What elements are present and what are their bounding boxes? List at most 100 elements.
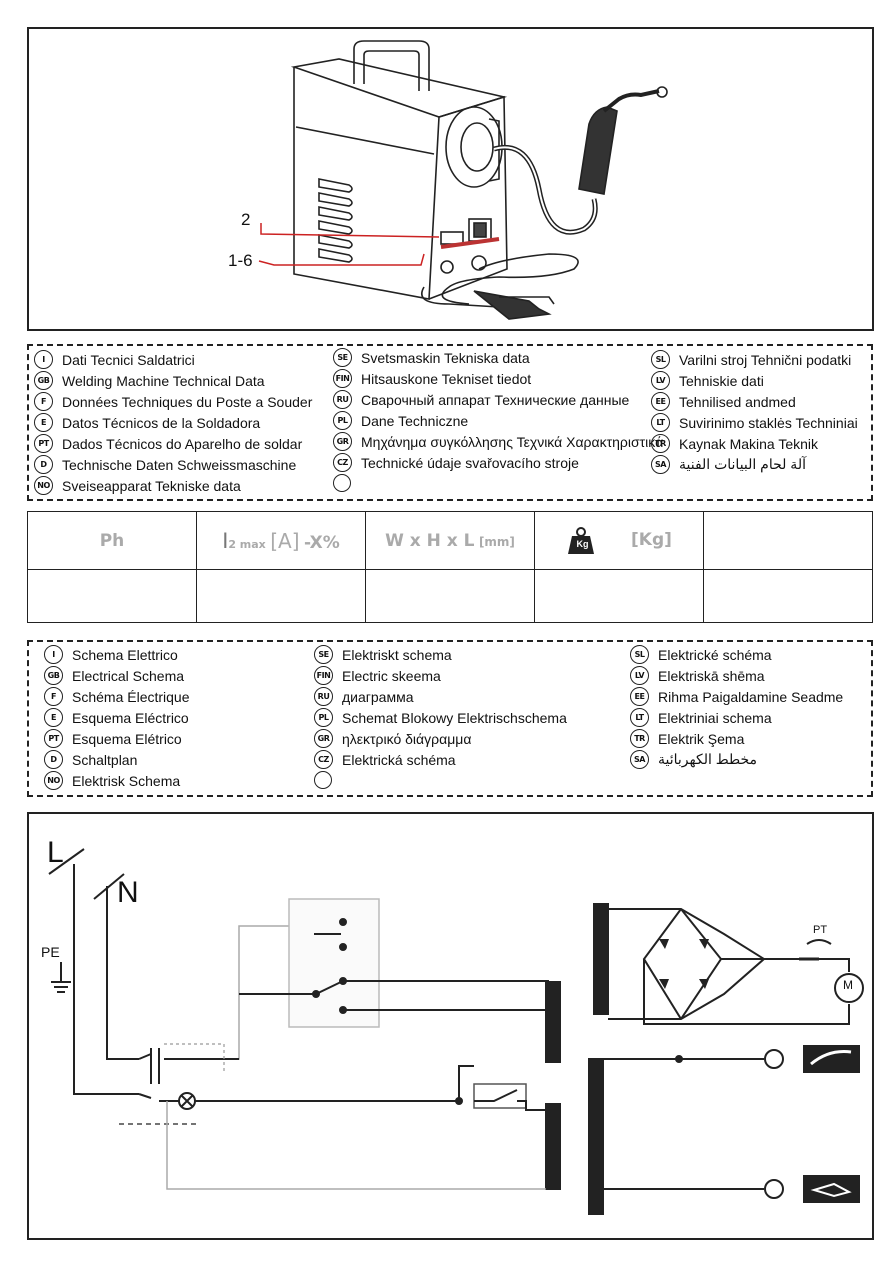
language-code-badge: FIN [314, 666, 333, 685]
header-extra [703, 511, 873, 570]
language-text: Kaynak Makina Teknik [679, 435, 819, 452]
value-dimensions [365, 569, 535, 623]
language-code-badge: PT [44, 729, 63, 748]
language-text: Sveiseapparat Tekniske data [62, 477, 241, 494]
language-entry: SA آلة لحام البيانات الفنية [651, 455, 806, 474]
language-code-badge: FIN [333, 369, 352, 388]
language-code-badge: I [44, 645, 63, 664]
language-code-badge: RU [333, 390, 352, 409]
language-code-badge: SA [651, 455, 670, 474]
language-entry: TR Kaynak Makina Teknik [651, 434, 818, 453]
schematic-frame: L N PE PT M [27, 812, 874, 1240]
language-entry: I Schema Elettrico [44, 645, 178, 664]
vent-slots [318, 178, 353, 263]
language-code-badge: SL [651, 350, 670, 369]
language-code-badge: F [44, 687, 63, 706]
language-code-badge: E [34, 413, 53, 432]
language-text: ηλεκτρικό διάγραμμα [342, 730, 472, 747]
language-code-badge: F [34, 392, 53, 411]
language-empty-slot [314, 771, 332, 789]
language-text: Elektrické schéma [658, 646, 772, 663]
language-text: Technische Daten Schweissmaschine [62, 456, 297, 473]
spec-table-value-row [27, 569, 873, 623]
language-entry: PT Dados Técnicos do Aparelho de soldar [34, 434, 302, 453]
language-code-badge: EE [630, 687, 649, 706]
wiring-schematic [48, 848, 864, 1215]
language-text: Schema Elettrico [72, 646, 178, 663]
language-text: Welding Machine Technical Data [62, 372, 265, 389]
language-text: Dane Techniczne [361, 412, 469, 429]
language-text: Μηχάνημα συγκόλλησης Τεχνικά Χαρακτηριστ… [361, 433, 664, 450]
language-code-badge: GR [314, 729, 333, 748]
language-entry: FIN Hitsauskone Tekniset tiedot [333, 369, 531, 388]
language-entry: PL Dane Techniczne [333, 411, 468, 430]
value-extra [703, 569, 873, 623]
label-neutral-N: N [117, 876, 139, 909]
language-code-badge: RU [314, 687, 333, 706]
value-phase [27, 569, 197, 623]
language-code-badge: TR [651, 434, 670, 453]
language-code-badge: D [34, 455, 53, 474]
language-text: Schaltplan [72, 751, 138, 768]
language-code-badge: LT [651, 413, 670, 432]
spec-table-header-row: Ph I2 max [A] -X% W x H x L [mm] Kg [Kg] [27, 511, 873, 570]
language-text: Datos Técnicos de la Soldadora [62, 414, 261, 431]
language-text: Tehnilised andmed [679, 393, 796, 410]
value-weight [534, 569, 704, 623]
language-text: آلة لحام البيانات الفنية [679, 456, 806, 472]
language-text: Elektriniai schema [658, 709, 772, 726]
language-text: Electric skeema [342, 667, 441, 684]
language-text: Suvirinimo staklės Techniniai [679, 414, 858, 431]
language-code-badge: SE [314, 645, 333, 664]
language-text: Schéma Électrique [72, 688, 190, 705]
language-entry: PT Esquema Elétrico [44, 729, 182, 748]
language-entry: F Schéma Électrique [44, 687, 190, 706]
header-dimensions: W x H x L [mm] [365, 511, 535, 570]
language-text: Dados Técnicos do Aparelho de soldar [62, 435, 303, 452]
language-text: Rihma Paigaldamine Seadme [658, 688, 844, 705]
header-phase: Ph [27, 511, 197, 570]
language-code-badge: GB [44, 666, 63, 685]
language-text: Dati Tecnici Saldatrici [62, 351, 195, 368]
empty-badge [314, 771, 332, 789]
header-weight: Kg [Kg] [534, 511, 704, 570]
language-entry: D Schaltplan [44, 750, 137, 769]
label-line-L: L [47, 836, 64, 869]
language-code-badge: NO [34, 476, 53, 495]
language-code-badge: LV [630, 666, 649, 685]
language-code-badge: NO [44, 771, 63, 790]
language-text: диаграмма [342, 688, 414, 705]
language-empty-slot [333, 474, 351, 492]
language-code-badge: PL [333, 411, 352, 430]
spec-table: Ph I2 max [A] -X% W x H x L [mm] Kg [Kg] [27, 511, 873, 623]
label-thermal-protection-PT: PT [813, 924, 828, 936]
language-entry: RU диаграмма [314, 687, 414, 706]
language-code-badge: D [44, 750, 63, 769]
language-text: Elektrik Şema [658, 730, 745, 747]
language-code-badge: CZ [333, 453, 352, 472]
language-entry: GR ηλεκτρικό διάγραμμα [314, 729, 471, 748]
machine-figure-frame: 2 1-6 [27, 27, 874, 331]
language-entry: D Technische Daten Schweissmaschine [34, 455, 296, 474]
callout-lines [258, 223, 440, 266]
language-code-badge: SA [630, 750, 649, 769]
language-entry: FIN Electric skeema [314, 666, 441, 685]
language-code-badge: GR [333, 432, 352, 451]
language-code-badge: SL [630, 645, 649, 664]
language-text: Schemat Blokowy Elektrischschema [342, 709, 567, 726]
language-code-badge: PT [34, 434, 53, 453]
language-code-badge: CZ [314, 750, 333, 769]
language-text: Hitsauskone Tekniset tiedot [361, 370, 532, 387]
language-text: Esquema Elétrico [72, 730, 182, 747]
weight-icon [568, 526, 595, 554]
welding-machine-illustration [258, 40, 668, 320]
language-entry: SL Elektrické schéma [630, 645, 772, 664]
